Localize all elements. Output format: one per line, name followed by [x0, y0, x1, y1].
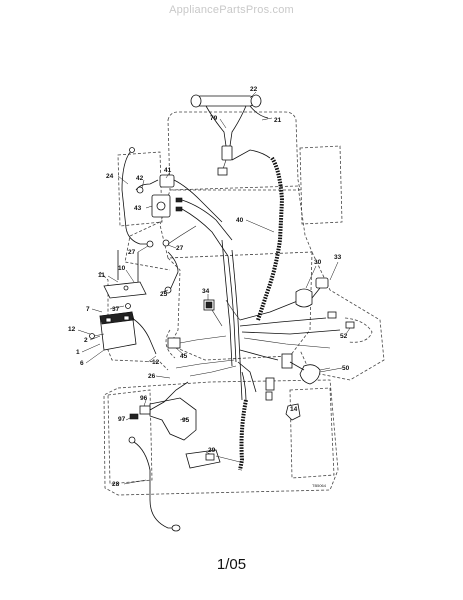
callout-21: 21: [274, 117, 282, 124]
part-29: [185, 449, 241, 469]
callout-24: 24: [106, 173, 114, 180]
callout-52: 52: [340, 333, 348, 340]
callout-34: 34: [202, 288, 210, 295]
callout-labels: 22 79 21 24 41 42 43 40 27 27 33 30 11 1…: [68, 86, 350, 488]
wire-loom: [231, 149, 285, 471]
callout-11: 11: [98, 272, 105, 279]
callout-37: 37: [112, 306, 120, 313]
callout-27-right: 27: [176, 245, 184, 252]
callout-14: 14: [290, 406, 298, 413]
callout-7: 7: [86, 306, 90, 313]
callout-95: 95: [182, 417, 190, 424]
callout-43: 43: [134, 205, 142, 212]
right-components: [265, 277, 355, 421]
callout-30: 30: [314, 259, 322, 266]
callout-2: 2: [84, 337, 88, 344]
callout-28: 28: [112, 481, 120, 488]
leader-lines: [77, 91, 351, 485]
callout-79: 79: [210, 115, 218, 122]
callout-25: 25: [160, 291, 168, 298]
callout-22: 22: [250, 86, 258, 93]
callout-45: 45: [180, 353, 188, 360]
main-harness: [175, 239, 341, 401]
callout-42: 42: [136, 175, 144, 182]
callout-41: 41: [164, 167, 172, 174]
callout-40: 40: [236, 217, 244, 224]
callout-12-left: 12: [68, 326, 76, 333]
callout-96: 96: [140, 395, 148, 402]
connectors-27: [146, 225, 197, 294]
callout-29: 29: [208, 447, 216, 454]
cable-28: [128, 436, 181, 532]
callout-26: 26: [148, 373, 156, 380]
callout-50: 50: [342, 365, 350, 372]
callout-33: 33: [334, 254, 342, 261]
battery-assembly: [89, 250, 157, 355]
callout-27-left: 27: [128, 249, 136, 256]
page-number: 1/05: [216, 556, 247, 573]
watermark: AppliancePartsPros.com: [169, 4, 294, 16]
callout-1: 1: [76, 349, 80, 356]
callout-97: 97: [118, 416, 126, 423]
switch-block: [167, 299, 227, 349]
callout-12-center: 12: [152, 359, 160, 366]
cable-24: [121, 147, 150, 245]
callout-10: 10: [118, 265, 126, 272]
bracket-95: [129, 381, 197, 441]
callout-6: 6: [80, 360, 84, 367]
figure-code: TB5064: [312, 483, 327, 488]
headlight-assembly: [190, 94, 269, 176]
